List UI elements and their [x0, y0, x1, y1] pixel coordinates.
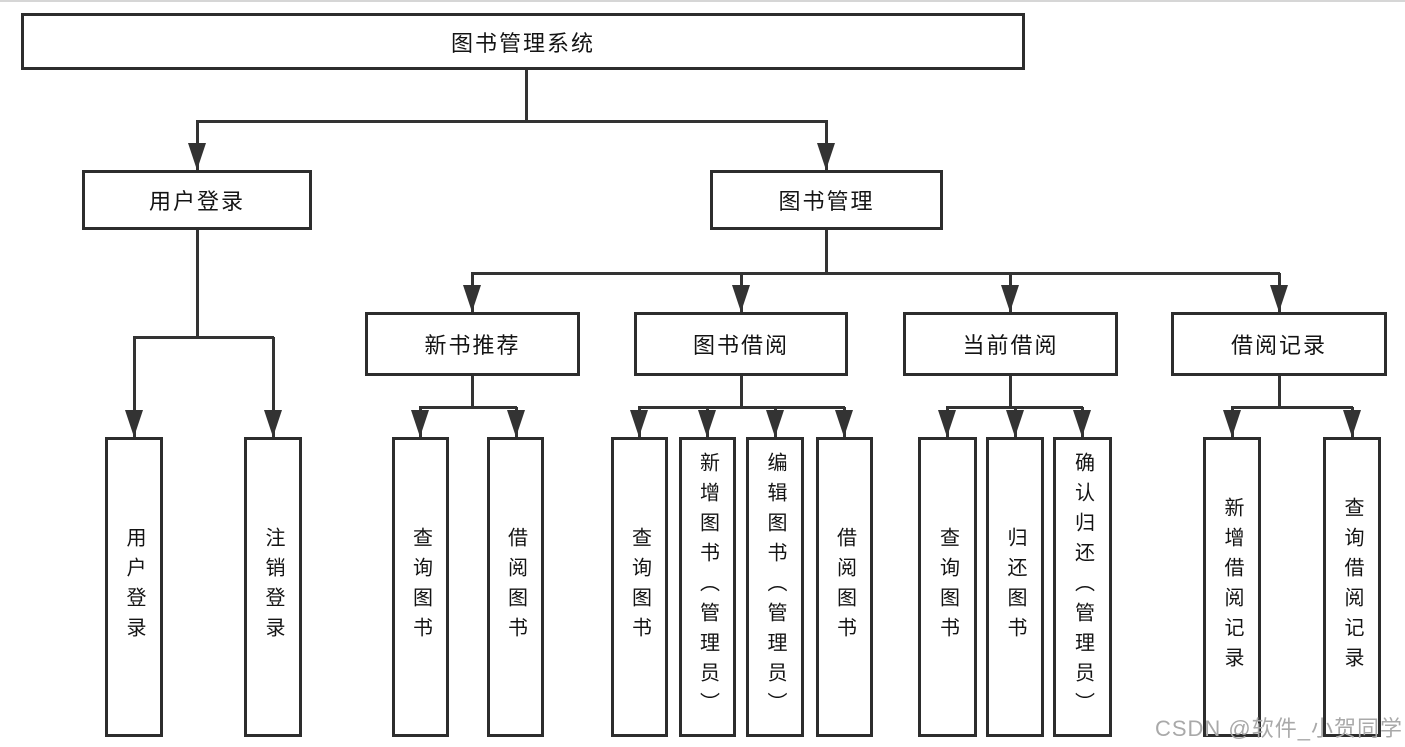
- node-borrow-records: 借阅记录: [1171, 312, 1387, 376]
- leaf-logout-label: 注销登录: [262, 527, 284, 647]
- connector-book-mgmt-stub: [825, 230, 828, 273]
- node-user-login-label: 用户登录: [148, 189, 245, 214]
- leaf-bb-query-books: 查询图书: [611, 437, 668, 737]
- leaf-nr-query-books-label: 查询图书: [409, 527, 432, 647]
- leaf-logout: 注销登录: [244, 437, 302, 737]
- leaf-cb-return-books: 归还图书: [986, 437, 1044, 737]
- connector-current-borrow-stub: [1009, 376, 1012, 407]
- connector-to-leaf-logout: [272, 337, 275, 437]
- leaf-bb-borrow-books: 借阅图书: [816, 437, 873, 737]
- arrowhead-nr-query: [411, 410, 429, 437]
- connector-book-borrow-rail: [638, 406, 845, 409]
- leaf-user-login: 用户登录: [105, 437, 163, 737]
- arrowhead-cb-query: [938, 410, 956, 437]
- top-border-line: [0, 0, 1405, 2]
- leaf-bb-borrow-books-label: 借阅图书: [833, 527, 856, 647]
- leaf-nr-borrow-books: 借阅图书: [487, 437, 544, 737]
- node-library-system-label: 图书管理系统: [450, 30, 595, 56]
- connector-borrow-records-rail: [1231, 406, 1353, 409]
- csdn-watermark: CSDN @软件_小贺同学: [1154, 716, 1403, 741]
- leaf-br-add-record: 新增借阅记录: [1203, 437, 1261, 737]
- arrowhead-cb-return: [1006, 410, 1024, 437]
- node-book-mgmt: 图书管理: [710, 170, 943, 230]
- arrowhead-nr-borrow: [507, 410, 525, 437]
- connector-new-rec-stub: [471, 376, 474, 407]
- arrowhead-leaf-login: [125, 410, 143, 437]
- leaf-cb-query-books-label: 查询图书: [936, 527, 959, 647]
- connector-root-stub: [525, 70, 528, 121]
- arrowhead-br-add: [1223, 410, 1241, 437]
- connector-new-rec-rail: [419, 406, 517, 409]
- node-borrow-records-label: 借阅记录: [1230, 333, 1327, 358]
- leaf-bb-edit-books-admin: 编辑图书（管理员）: [746, 437, 804, 737]
- connector-level3-rail: [471, 272, 1280, 275]
- leaf-cb-return-books-label: 归还图书: [1004, 527, 1026, 647]
- connector-user-login-rail: [133, 336, 274, 339]
- leaf-bb-edit-books-admin-label: 编辑图书（管理员）: [764, 452, 786, 722]
- leaf-br-query-record-label: 查询借阅记录: [1341, 497, 1363, 677]
- node-library-system: 图书管理系统: [21, 13, 1025, 70]
- node-book-mgmt-label: 图书管理: [778, 189, 875, 214]
- arrowhead-bb-borrow: [835, 410, 853, 437]
- leaf-br-query-record: 查询借阅记录: [1323, 437, 1381, 737]
- node-current-borrow-label: 当前借阅: [962, 333, 1059, 358]
- leaf-nr-query-books: 查询图书: [392, 437, 449, 737]
- arrowhead-cb-confirm: [1073, 410, 1091, 437]
- leaf-br-add-record-label: 新增借阅记录: [1221, 497, 1243, 677]
- node-current-borrow: 当前借阅: [903, 312, 1118, 376]
- node-new-book-rec: 新书推荐: [365, 312, 580, 376]
- connector-user-login-stub: [196, 230, 199, 337]
- leaf-cb-query-books: 查询图书: [918, 437, 977, 737]
- leaf-cb-confirm-return-admin: 确认归还（管理员）: [1053, 437, 1112, 737]
- leaf-bb-add-books-admin-label: 新增图书（管理员）: [696, 452, 719, 722]
- arrowhead-bb-add: [698, 410, 716, 437]
- arrowhead-user-login: [188, 143, 206, 170]
- arrowhead-br-query: [1343, 410, 1361, 437]
- leaf-user-login-label: 用户登录: [123, 527, 145, 647]
- arrowhead-book-mgmt: [817, 143, 835, 170]
- node-user-login: 用户登录: [82, 170, 312, 230]
- arrowhead-bb-query: [630, 410, 648, 437]
- connector-book-borrow-stub: [740, 376, 743, 407]
- arrowhead-bb-edit: [766, 410, 784, 437]
- arrowhead-new-rec: [463, 285, 481, 312]
- arrowhead-current-borrow: [1001, 285, 1019, 312]
- arrowhead-book-borrow: [732, 285, 750, 312]
- arrowhead-borrow-records: [1270, 285, 1288, 312]
- leaf-nr-borrow-books-label: 借阅图书: [504, 527, 527, 647]
- arrowhead-leaf-logout: [264, 410, 282, 437]
- leaf-bb-add-books-admin: 新增图书（管理员）: [679, 437, 736, 737]
- node-book-borrow: 图书借阅: [634, 312, 848, 376]
- connector-to-leaf-login: [133, 337, 136, 437]
- connector-borrow-records-stub: [1278, 376, 1281, 407]
- connector-level2-rail: [196, 120, 828, 123]
- leaf-bb-query-books-label: 查询图书: [628, 527, 651, 647]
- node-book-borrow-label: 图书借阅: [692, 333, 789, 358]
- leaf-cb-confirm-return-admin-label: 确认归还（管理员）: [1071, 452, 1094, 722]
- node-new-book-rec-label: 新书推荐: [424, 333, 521, 358]
